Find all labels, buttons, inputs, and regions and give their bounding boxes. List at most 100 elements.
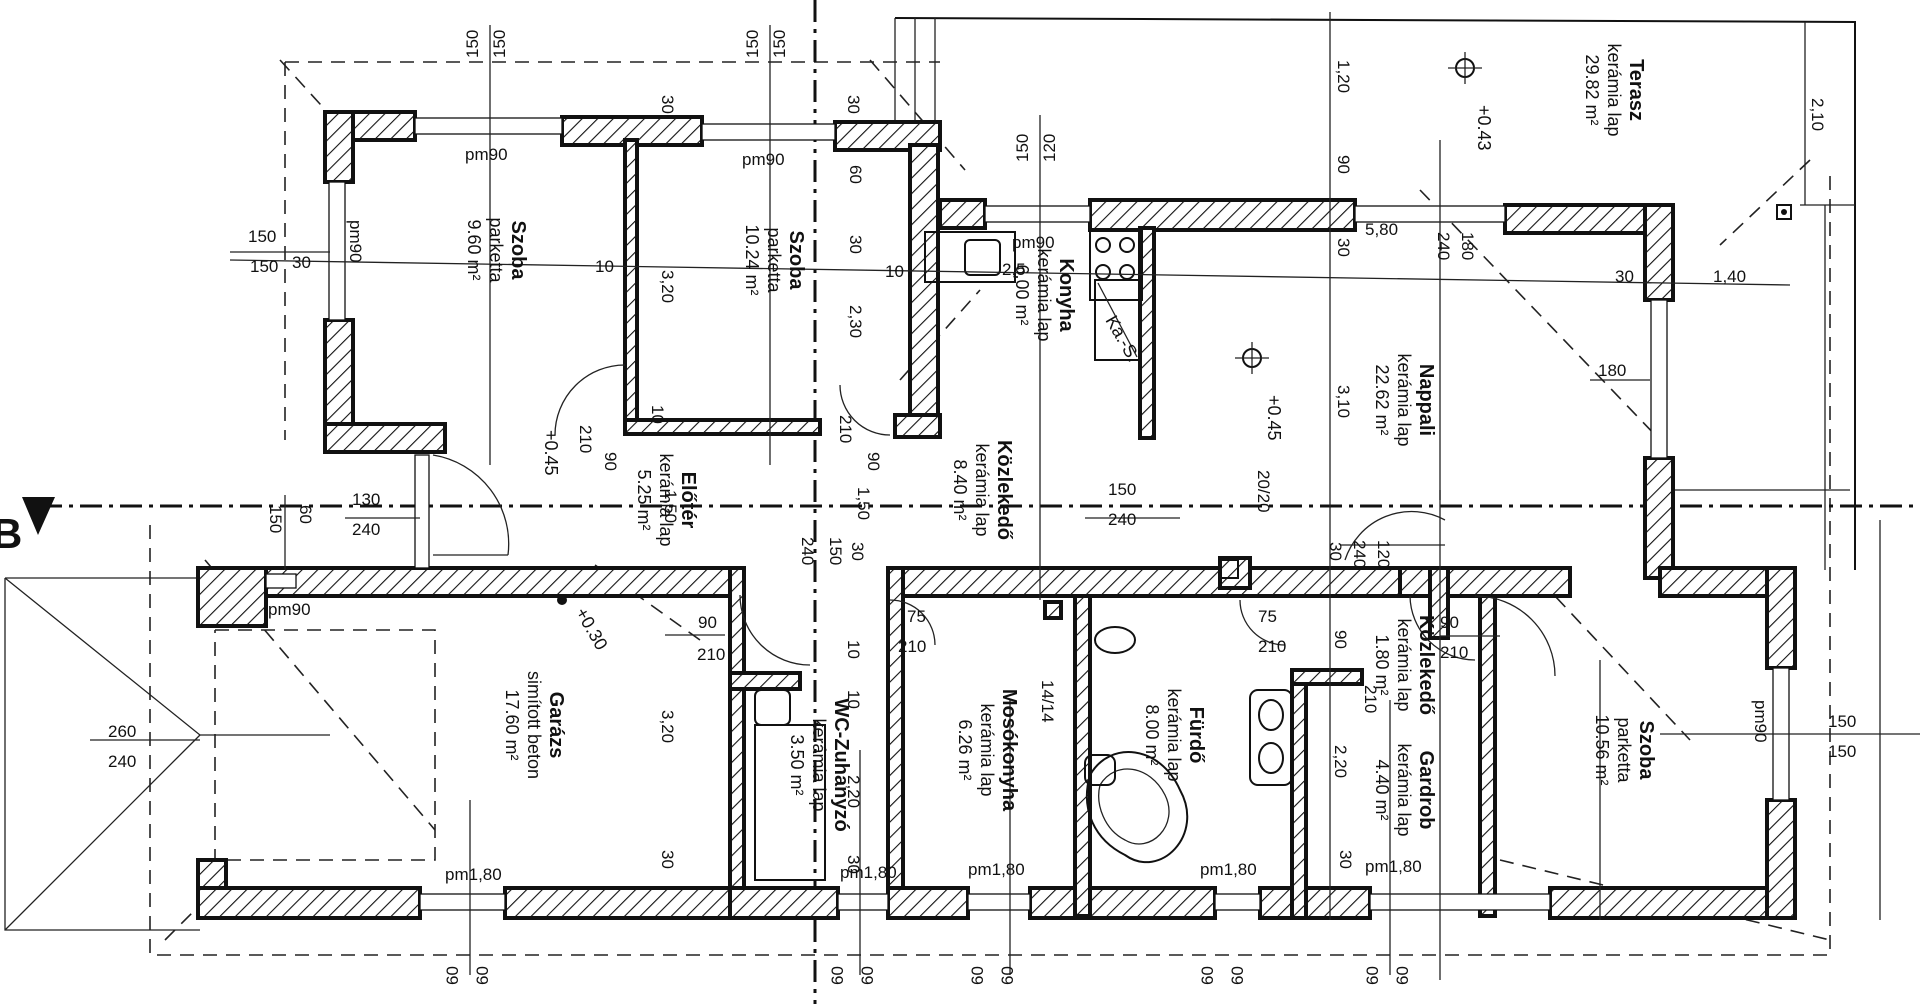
room-label-wc: WC-Zuhanyzó kerámia lap 3.50 m² [787, 698, 852, 831]
room-label-konyha: Konyha kerámia lap 6.00 m² [1012, 248, 1077, 341]
dim-text: 150 [770, 30, 789, 58]
svg-text:17.60 m²: 17.60 m² [502, 689, 522, 760]
svg-text:kerámia lap: kerámia lap [1394, 618, 1414, 711]
dim-text: 1,50 [854, 487, 873, 520]
dimension-texts: 150 150 150 150 150 120 150 150 30 10 10… [108, 30, 1856, 985]
dim-text: 90 [1331, 630, 1350, 649]
svg-text:Szoba: Szoba [785, 231, 807, 291]
dim-text: 90 [698, 613, 717, 632]
svg-text:1.80 m²: 1.80 m² [1372, 634, 1392, 695]
room-label-garazs: Garázs simított beton 17.60 m² [502, 671, 567, 779]
window-mark: pm90 [1012, 233, 1055, 252]
dim-text: 120 [1040, 134, 1059, 162]
dim-text: 60 [296, 505, 315, 524]
svg-text:3.50 m²: 3.50 m² [787, 734, 807, 795]
dim-text: 240 [1350, 540, 1369, 568]
svg-text:10.56 m²: 10.56 m² [1592, 714, 1612, 785]
dim-text: 10 [844, 690, 863, 709]
svg-text:kerámia lap: kerámia lap [1394, 743, 1414, 836]
window-mark: pm90 [268, 600, 311, 619]
garage-roof [4, 577, 330, 931]
room-label-kozlekedo1: Közlekedő kerámia lap 8.40 m² [950, 440, 1015, 540]
dim-text: 5,80 [1365, 220, 1398, 239]
svg-text:Garázs: Garázs [545, 692, 567, 759]
dim-text: 210 [836, 415, 855, 443]
svg-text:10.24 m²: 10.24 m² [742, 224, 762, 295]
svg-text:Közlekedő: Közlekedő [1415, 615, 1437, 715]
dim-text: 60 [1363, 966, 1382, 985]
dim-text: 30 [658, 95, 677, 114]
svg-text:kerámia lap: kerámia lap [809, 718, 829, 811]
dim-text: 14/14 [1038, 680, 1057, 723]
room-label-mosokonyha: Mosókonyha kerámia lap 6.26 m² [955, 689, 1020, 812]
dim-text: 75 [907, 607, 926, 626]
kamra-label: Ka.-S. [1102, 312, 1144, 365]
window-mark: pm90 [742, 150, 785, 169]
dim-text: 60 [858, 966, 877, 985]
dim-text: 240 [352, 520, 380, 539]
svg-text:8.00 m²: 8.00 m² [1142, 704, 1162, 765]
dim-text: 10 [844, 640, 863, 659]
level-terrace: +0.43 [1474, 105, 1494, 151]
dim-text: 1,20 [1334, 60, 1353, 93]
dim-text: 150 [248, 227, 276, 246]
dim-text: 2,20 [844, 775, 863, 808]
room-label-gardrob: Gardrob kerámia lap 4.40 m² [1372, 743, 1437, 836]
dim-text: 60 [1393, 966, 1412, 985]
dim-text: 30 [846, 235, 865, 254]
bathroom-fixtures [754, 559, 1293, 881]
room-label-eloter: Előtér kerámia lap 5.25 m² [634, 453, 699, 546]
dim-text: 20/20 [1254, 470, 1273, 513]
svg-text:Szoba: Szoba [1635, 721, 1657, 781]
svg-text:Mosókonyha: Mosókonyha [998, 689, 1020, 812]
dim-text: 3,20 [658, 710, 677, 743]
dim-text: 150 [463, 30, 482, 58]
svg-text:29.82 m²: 29.82 m² [1582, 54, 1602, 125]
dim-text: 2,20 [1331, 745, 1350, 778]
window-marks: pm90 pm90 pm90 pm90 pm90 pm90 pm1,80 pm1… [268, 145, 1770, 884]
dim-text: 210 [1440, 643, 1468, 662]
dim-text: 1,40 [1713, 267, 1746, 286]
svg-text:kerámia lap: kerámia lap [977, 703, 997, 796]
window-mark: pm90 [1751, 700, 1770, 743]
dim-text: 30 [844, 95, 863, 114]
dim-text: 30 [1336, 850, 1355, 869]
dim-text: 210 [1361, 685, 1380, 713]
dim-text: 90 [1334, 155, 1353, 174]
dim-text: 30 [658, 850, 677, 869]
svg-text:5.25 m²: 5.25 m² [634, 469, 654, 530]
room-label-szoba3: Szoba parketta 10.56 m² [1592, 714, 1657, 785]
dim-text: 150 [1828, 712, 1856, 731]
dim-text: 150 [250, 257, 278, 276]
dim-text: 60 [828, 966, 847, 985]
dim-text: 30 [292, 253, 311, 272]
dim-text: 150 [1108, 480, 1136, 499]
dim-text: 60 [443, 966, 462, 985]
dim-text: 150 [1828, 742, 1856, 761]
svg-text:Gardrob: Gardrob [1415, 751, 1437, 830]
room-label-terasz: Terasz kerámia lap 29.82 m² [1582, 43, 1647, 136]
dim-text: 240 [108, 752, 136, 771]
dim-text: 120 [1374, 540, 1393, 568]
level-markers [557, 52, 1792, 605]
svg-text:parketta: parketta [486, 217, 506, 283]
dim-text: 75 [1258, 607, 1277, 626]
dim-text: 10 [885, 262, 904, 281]
dim-text: 2,10 [1808, 98, 1827, 131]
window-mark: pm90 [465, 145, 508, 164]
doors [432, 364, 1556, 677]
room-label-kozlekedo2: Közlekedő kerámia lap 1.80 m² [1372, 615, 1437, 715]
svg-text:kerámia lap: kerámia lap [1164, 688, 1184, 781]
window-mark: pm1,80 [968, 860, 1025, 879]
dim-text: 2,5 [1002, 260, 1026, 279]
dim-text: 30 [848, 542, 867, 561]
room-label-nappali: Nappali kerámia lap 22.62 m² [1372, 353, 1437, 446]
dim-text: 30 [1615, 267, 1634, 286]
svg-text:kerámia lap: kerámia lap [1604, 43, 1624, 136]
svg-text:parketta: parketta [1614, 717, 1634, 783]
room-label-szoba1: Szoba parketta 9.60 m² [464, 217, 529, 283]
svg-text:8.40 m²: 8.40 m² [950, 459, 970, 520]
dim-text: 3,20 [658, 270, 677, 303]
dim-text: 60 [998, 966, 1017, 985]
